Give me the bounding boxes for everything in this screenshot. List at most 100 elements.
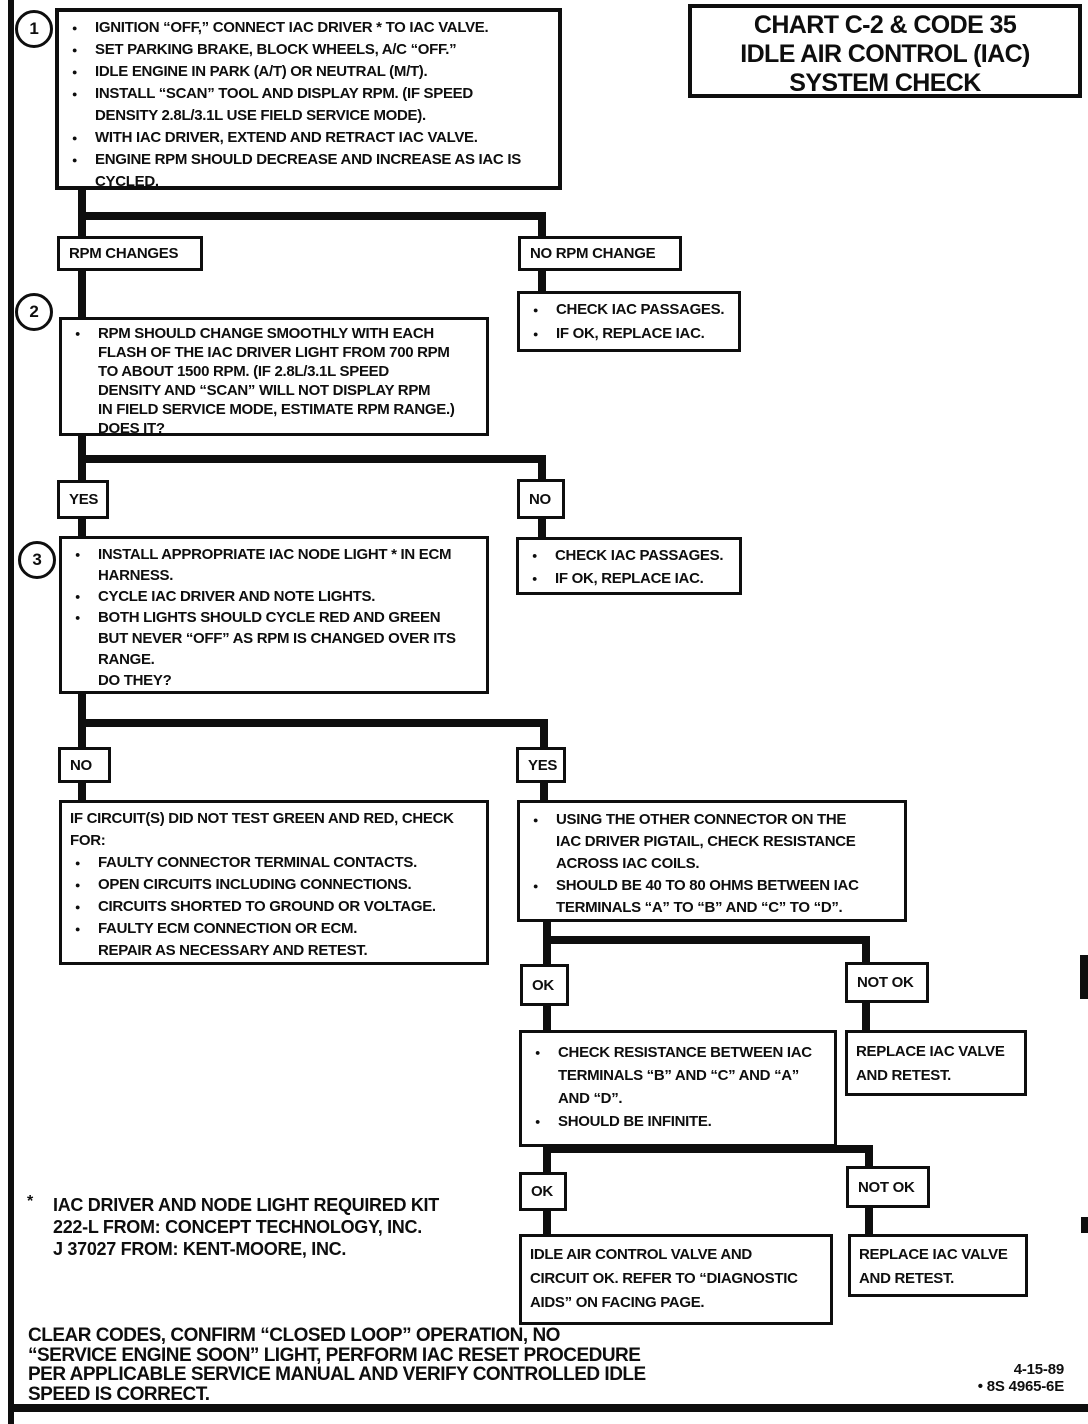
connector-line: [543, 1209, 551, 1236]
text-line: CIRCUIT OK. REFER TO “DIAGNOSTIC: [530, 1270, 798, 1287]
continuation-line: TERMINALS “A” TO “B” AND “C” TO “D”.: [556, 899, 843, 916]
text-line: IDLE AIR CONTROL VALVE AND: [530, 1246, 752, 1263]
bullet-line: IF OK, REPLACE IAC.: [519, 567, 739, 590]
bullet-line: IF OK, REPLACE IAC.: [520, 322, 738, 346]
decision-not-ok-1: NOT OK: [845, 962, 929, 1003]
continuation-line: IN FIELD SERVICE MODE, ESTIMATE RPM RANG…: [98, 401, 455, 418]
continuation-line: TO ABOUT 1500 RPM. (IF 2.8L/3.1L SPEED: [98, 363, 389, 380]
continuation-line: RANGE.: [98, 651, 155, 668]
decision-not-ok-2: NOT OK: [846, 1166, 930, 1208]
flow-box-step1: IGNITION “OFF,” CONNECT IAC DRIVER * TO …: [55, 8, 562, 190]
bullet-line: RPM SHOULD CHANGE SMOOTHLY WITH EACH: [62, 324, 486, 343]
bullet-line: INSTALL “SCAN” TOOL AND DISPLAY RPM. (IF…: [59, 83, 558, 105]
bullet-line: SHOULD BE 40 TO 80 OHMS BETWEEN IAC: [520, 875, 904, 897]
bullet-line: SET PARKING BRAKE, BLOCK WHEELS, A/C “OF…: [59, 39, 558, 61]
footer-line: CLEAR CODES, CONFIRM “CLOSED LOOP” OPERA…: [28, 1325, 560, 1346]
step-number-1: 1: [15, 10, 53, 48]
continuation-line: AND “D”.: [558, 1090, 623, 1107]
connector-line: [78, 719, 548, 727]
continuation-line: HARNESS.: [98, 567, 174, 584]
bullet-line: CIRCUITS SHORTED TO GROUND OR VOLTAGE.: [62, 896, 486, 918]
decision-ok-1: OK: [520, 964, 569, 1006]
connector-line: [78, 455, 546, 463]
connector-line: [78, 212, 546, 220]
bullet-line: FAULTY CONNECTOR TERMINAL CONTACTS.: [62, 852, 486, 874]
text-line: AIDS” ON FACING PAGE.: [530, 1294, 705, 1311]
bullet-line: IGNITION “OFF,” CONNECT IAC DRIVER * TO …: [59, 17, 558, 39]
decision-yes-2: YES: [516, 747, 566, 783]
text-line: AND RETEST.: [859, 1270, 955, 1287]
decision-ok-2: OK: [519, 1172, 567, 1211]
bullet-line: CHECK IAC PASSAGES.: [520, 298, 738, 322]
continuation-line: BUT NEVER “OFF” AS RPM IS CHANGED OVER I…: [98, 630, 456, 647]
chart-title-line1: CHART C-2 & CODE 35: [753, 11, 1017, 39]
text-line: FOR:: [70, 832, 106, 849]
connector-line: [862, 936, 870, 964]
connector-line: [78, 518, 86, 538]
flow-box-replace-valve-2: REPLACE IAC VALVE AND RETEST.: [848, 1234, 1028, 1297]
continuation-line: CYCLED.: [95, 173, 159, 190]
footer-line: PER APPLICABLE SERVICE MANUAL AND VERIFY…: [28, 1364, 646, 1385]
flow-box-circuit-check: IF CIRCUIT(S) DID NOT TEST GREEN AND RED…: [59, 800, 489, 965]
continuation-line: FLASH OF THE IAC DRIVER LIGHT FROM 700 R…: [98, 344, 450, 361]
footnote-line: J 37027 FROM: KENT-MOORE, INC.: [53, 1239, 347, 1259]
footer-line: SPEED IS CORRECT.: [28, 1383, 210, 1405]
continuation-line: IAC DRIVER PIGTAIL, CHECK RESISTANCE: [556, 833, 856, 850]
decision-no-rpm-change: NO RPM CHANGE: [518, 236, 682, 271]
connector-line: [543, 1145, 551, 1174]
revision-corner: 4-15-89 • 8S 4965-6E: [900, 1361, 1064, 1395]
bullet-line: BOTH LIGHTS SHOULD CYCLE RED AND GREEN: [62, 607, 486, 628]
flow-box-idle-ok: IDLE AIR CONTROL VALVE AND CIRCUIT OK. R…: [519, 1234, 833, 1325]
bullet-line: OPEN CIRCUITS INCLUDING CONNECTIONS.: [62, 874, 486, 896]
step-number-2: 2: [15, 293, 53, 331]
text-line: REPLACE IAC VALVE: [856, 1043, 1005, 1060]
connector-line: [862, 1001, 870, 1032]
flow-box-replace-valve-1: REPLACE IAC VALVE AND RETEST.: [845, 1030, 1027, 1096]
bullet-line: IDLE ENGINE IN PARK (A/T) OR NEUTRAL (M/…: [59, 61, 558, 83]
bullet-line: ENGINE RPM SHOULD DECREASE AND INCREASE …: [59, 149, 558, 171]
connector-line: [538, 270, 546, 292]
page-border-right-fragment: [1080, 955, 1088, 999]
footer-line: “SERVICE ENGINE SOON” LIGHT, PERFORM IAC…: [28, 1344, 641, 1366]
flow-box-check-iac-passages-1: CHECK IAC PASSAGES. IF OK, REPLACE IAC.: [517, 291, 741, 352]
continuation-line: DENSITY 2.8L/3.1L USE FIELD SERVICE MODE…: [95, 107, 426, 124]
step-number-3: 3: [18, 541, 56, 579]
bullet-line: CHECK RESISTANCE BETWEEN IAC: [522, 1041, 834, 1064]
asterisk-marker: *: [27, 1193, 33, 1210]
page-border-right-fragment: [1081, 1217, 1088, 1233]
decision-yes-1: YES: [57, 480, 109, 519]
connector-line: [538, 455, 546, 480]
connector-line: [865, 1206, 873, 1236]
continuation-line: REPAIR AS NECESSARY AND RETEST.: [98, 942, 368, 959]
footnote-line: 222-L FROM: CONCEPT TECHNOLOGY, INC.: [53, 1217, 422, 1237]
bullet-line: USING THE OTHER CONNECTOR ON THE: [520, 809, 904, 831]
chart-title-box: CHART C-2 & CODE 35 IDLE AIR CONTROL (IA…: [688, 4, 1082, 98]
bullet-line: CYCLE IAC DRIVER AND NOTE LIGHTS.: [62, 586, 486, 607]
continuation-line: ACROSS IAC COILS.: [556, 855, 700, 872]
footnote-kit-note: * IAC DRIVER AND NODE LIGHT REQUIRED KIT…: [27, 1193, 439, 1260]
connector-line: [543, 1145, 873, 1153]
connector-line: [538, 518, 546, 540]
flow-box-cross-resistance: CHECK RESISTANCE BETWEEN IAC TERMINALS “…: [519, 1030, 837, 1147]
connector-line: [540, 719, 548, 749]
bullet-line: FAULTY ECM CONNECTION OR ECM.: [62, 918, 486, 940]
chart-title-line3: SYSTEM CHECK: [789, 69, 981, 97]
footnote-line: IAC DRIVER AND NODE LIGHT REQUIRED KIT: [53, 1195, 439, 1215]
continuation-line: DENSITY AND “SCAN” WILL NOT DISPLAY RPM: [98, 382, 431, 399]
connector-line: [865, 1145, 873, 1168]
text-line: IF CIRCUIT(S) DID NOT TEST GREEN AND RED…: [70, 810, 454, 827]
text-line: AND RETEST.: [856, 1067, 952, 1084]
decision-no-1: NO: [517, 479, 565, 519]
flow-box-coil-resistance: USING THE OTHER CONNECTOR ON THE IAC DRI…: [517, 800, 907, 922]
bullet-line: CHECK IAC PASSAGES.: [519, 544, 739, 567]
text-line: REPLACE IAC VALVE: [859, 1246, 1008, 1263]
decision-rpm-changes: RPM CHANGES: [57, 236, 203, 271]
page-border-left: [8, 0, 14, 1424]
bullet-line: SHOULD BE INFINITE.: [522, 1110, 834, 1133]
continuation-line: TERMINALS “B” AND “C” AND “A”: [558, 1067, 800, 1084]
flow-box-check-iac-passages-2: CHECK IAC PASSAGES. IF OK, REPLACE IAC.: [516, 537, 742, 595]
continuation-line: DO THEY?: [98, 672, 172, 689]
connector-line: [543, 936, 870, 944]
chart-title-line2: IDLE AIR CONTROL (IAC): [740, 40, 1030, 68]
decision-no-2: NO: [58, 747, 111, 783]
